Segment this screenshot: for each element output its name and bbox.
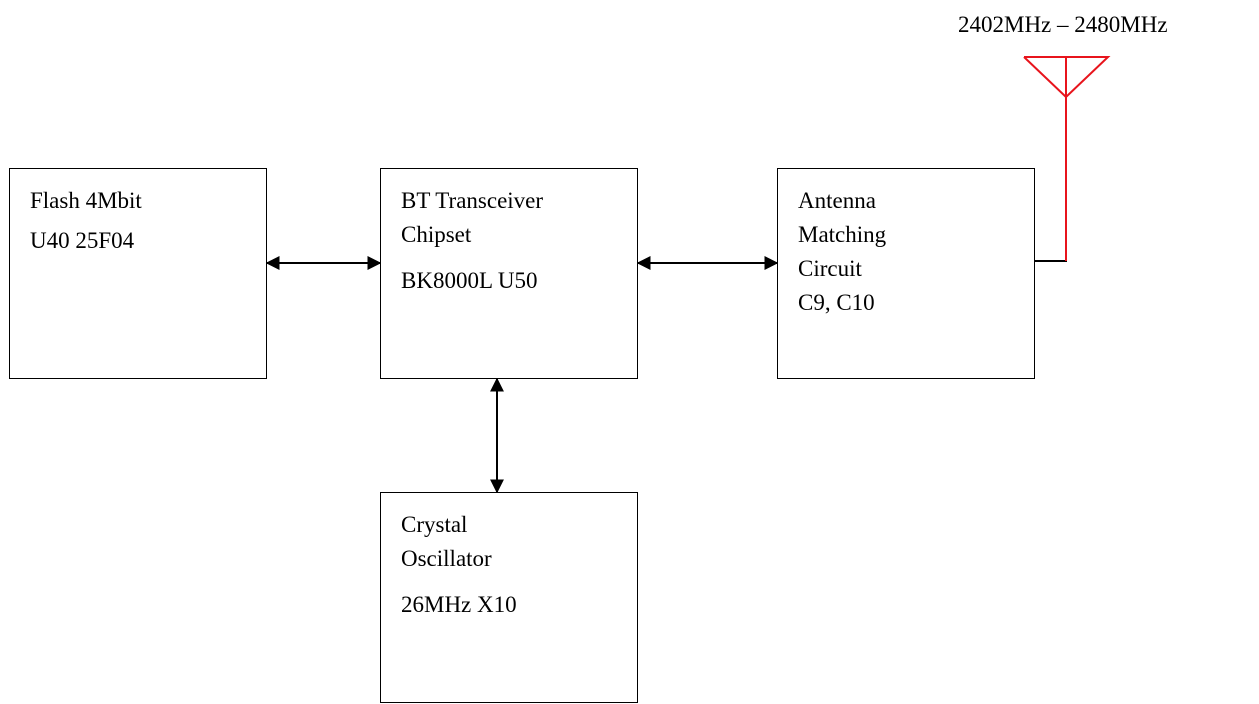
frequency-label: 2402MHz – 2480MHz: [958, 12, 1168, 37]
crystal-title-line-1: Crystal: [401, 512, 468, 537]
crystal-part: 26MHz X10: [401, 592, 517, 617]
bt-title-line-2: Chipset: [401, 222, 472, 247]
antenna-title-line-1: Antenna: [798, 188, 876, 213]
bt-part: BK8000L U50: [401, 268, 538, 293]
bt-title-line-1: BT Transceiver: [401, 188, 544, 213]
flash-part: U40 25F04: [30, 228, 135, 253]
crystal-oscillator-block: Crystal Oscillator 26MHz X10: [380, 492, 638, 703]
antenna-parts: C9, C10: [798, 290, 875, 315]
antenna-title-line-2: Matching: [798, 222, 887, 247]
crystal-title-line-2: Oscillator: [401, 546, 492, 571]
flash-block: Flash 4Mbit U40 25F04: [9, 168, 267, 379]
antenna-icon: [1023, 56, 1111, 261]
antenna-matching-block: Antenna Matching Circuit C9, C10: [777, 168, 1035, 379]
flash-title: Flash 4Mbit: [30, 188, 142, 213]
bt-transceiver-block: BT Transceiver Chipset BK8000L U50: [380, 168, 638, 379]
antenna-title-line-3: Circuit: [798, 256, 862, 281]
